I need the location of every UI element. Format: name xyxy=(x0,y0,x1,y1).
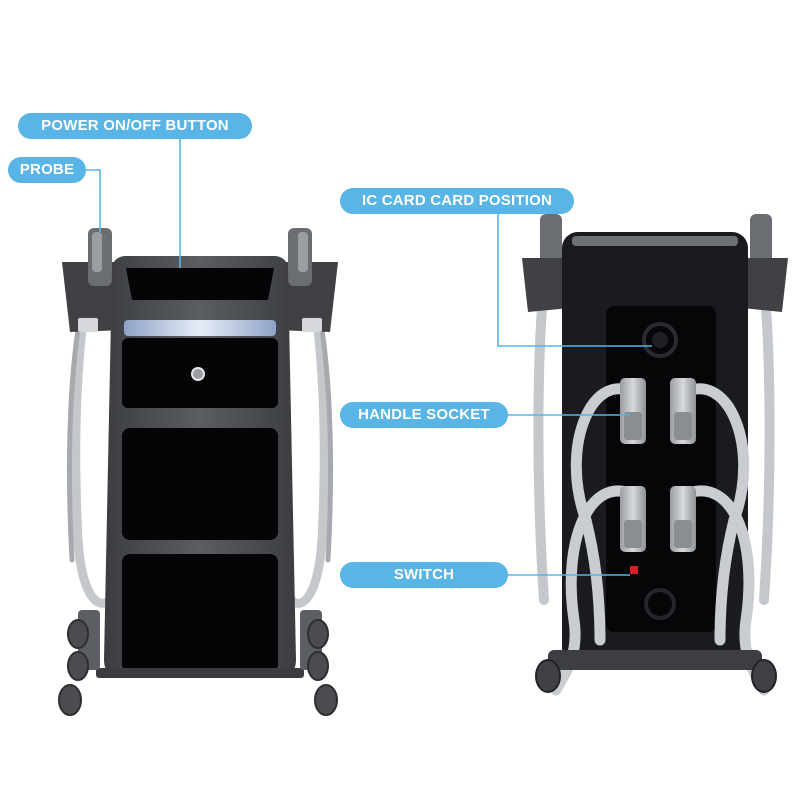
callout-power-button: POWER ON/OFF BUTTON xyxy=(18,113,252,139)
callout-ic-card-position: IC CARD CARD POSITION xyxy=(340,188,574,214)
middle-panel xyxy=(122,428,278,540)
leader-ic-card xyxy=(497,214,652,347)
machine-front-icon xyxy=(58,228,338,716)
power-knob xyxy=(191,367,205,381)
screen xyxy=(126,268,274,300)
ic-card-slot xyxy=(642,322,678,358)
machine-back-icon xyxy=(522,214,788,696)
callout-probe: PROBE xyxy=(8,157,86,183)
leader-probe xyxy=(86,169,101,232)
switch-icon xyxy=(630,566,638,574)
handle-socket-icon xyxy=(550,378,770,696)
leader-lines xyxy=(86,139,652,576)
callout-handle-socket: HANDLE SOCKET xyxy=(340,402,508,428)
light-bar xyxy=(124,320,276,336)
bottom-panel xyxy=(122,554,278,672)
callout-switch: SWITCH xyxy=(340,562,508,588)
